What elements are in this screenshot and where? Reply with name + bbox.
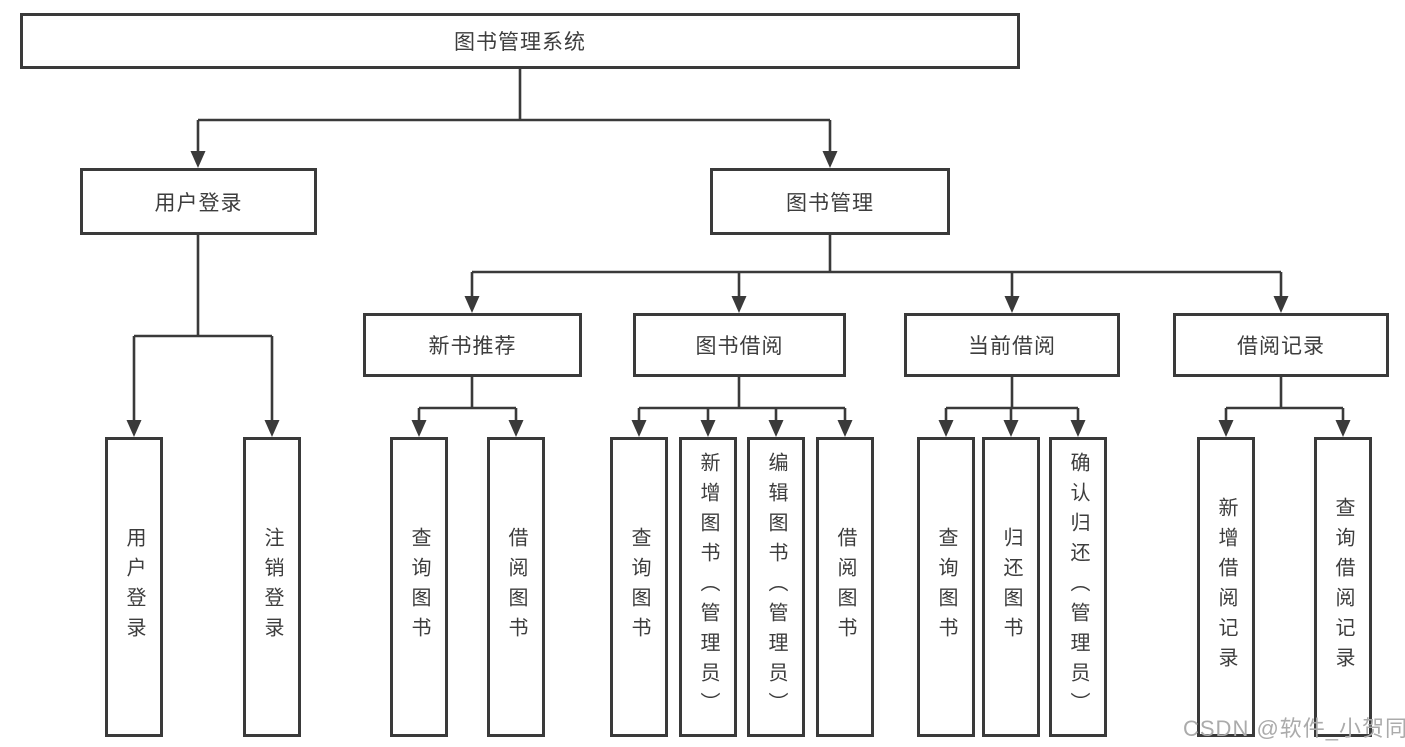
node-label: 编辑图书（管理员） [765, 452, 787, 722]
leaf-query-books-borrowing: 查询图书 [610, 437, 668, 737]
node-label: 用户登录 [123, 527, 145, 647]
leaf-add-borrow-record: 新增借阅记录 [1197, 437, 1255, 737]
node-label: 查询图书 [628, 527, 650, 647]
leaf-borrow-books: 借阅图书 [816, 437, 874, 737]
node-label: 新增图书（管理员） [697, 452, 719, 722]
node-label: 图书管理 [786, 191, 874, 215]
node-label: 新增借阅记录 [1215, 497, 1237, 677]
node-library-management-system: 图书管理系统 [20, 13, 1020, 69]
node-label: 图书管理系统 [454, 31, 586, 54]
node-label: 查询借阅记录 [1332, 497, 1354, 677]
node-label: 借阅图书 [834, 527, 856, 647]
leaf-logout: 注销登录 [243, 437, 301, 737]
node-label: 借阅图书 [505, 527, 527, 647]
node-label: 图书借阅 [695, 335, 784, 358]
node-label: 查询图书 [935, 527, 957, 647]
leaf-query-borrow-record: 查询借阅记录 [1314, 437, 1372, 737]
node-current-borrowing: 当前借阅 [904, 313, 1120, 377]
leaf-user-login: 用户登录 [105, 437, 163, 737]
csdn-watermark: CSDN @软件_小贺同学 [1183, 716, 1405, 741]
leaf-query-books-current: 查询图书 [917, 437, 975, 737]
leaf-edit-book-admin: 编辑图书（管理员） [747, 437, 805, 737]
node-book-management: 图书管理 [710, 168, 950, 235]
leaf-add-book-admin: 新增图书（管理员） [679, 437, 737, 737]
node-book-borrowing: 图书借阅 [633, 313, 846, 377]
node-user-login: 用户登录 [80, 168, 317, 235]
node-label: 注销登录 [261, 527, 283, 647]
leaf-borrow-books-recommend: 借阅图书 [487, 437, 545, 737]
arrowheads [126, 151, 1351, 437]
node-label: 查询图书 [408, 527, 430, 647]
node-label: 用户登录 [154, 191, 243, 215]
node-label: 新书推荐 [428, 335, 517, 358]
node-label: 借阅记录 [1237, 335, 1325, 358]
node-label: 当前借阅 [968, 335, 1056, 358]
node-borrowing-records: 借阅记录 [1173, 313, 1389, 377]
node-new-book-recommendation: 新书推荐 [363, 313, 582, 377]
tree-edges [132, 68, 1345, 427]
node-label: 确认归还（管理员） [1067, 452, 1089, 722]
leaf-return-books: 归还图书 [982, 437, 1040, 737]
node-label: 归还图书 [1000, 527, 1022, 647]
leaf-confirm-return-admin: 确认归还（管理员） [1049, 437, 1107, 737]
leaf-query-books-recommend: 查询图书 [390, 437, 448, 737]
